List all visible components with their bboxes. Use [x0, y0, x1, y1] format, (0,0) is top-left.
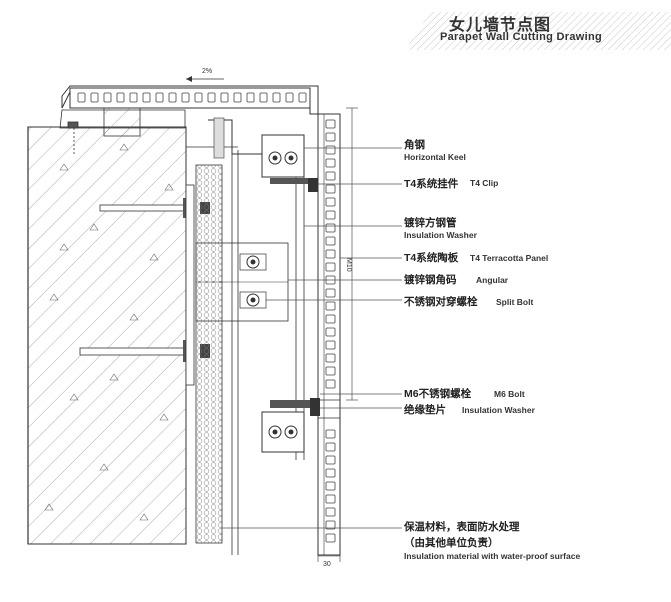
label-angular-en: Angular: [476, 275, 509, 285]
label-insulation-cn1: 保温材料，表面防水处理: [404, 521, 520, 533]
label-t4-clip-cn: T4系统挂件: [404, 178, 459, 190]
label-m6-bolt-en: M6 Bolt: [494, 389, 525, 399]
leader-lines: [222, 147, 402, 529]
label-terracotta-cn: T4系统陶板: [404, 252, 459, 264]
width-label: 30: [323, 561, 331, 568]
insulation-layer: [195, 164, 223, 544]
label-steel-tube-en: Insulation Washer: [404, 230, 477, 240]
slope-label: 2%: [202, 68, 213, 75]
height-dimension: [346, 107, 358, 401]
label-split-bolt-en: Split Bolt: [496, 297, 534, 307]
t4-clip-upper: [270, 178, 318, 192]
drawing-title-en: Parapet Wall Cutting Drawing: [440, 31, 603, 43]
terracotta-panel: [317, 113, 341, 556]
label-split-bolt-cn: 不锈钢对穿螺栓: [404, 296, 478, 308]
label-horizontal-keel-en: Horizontal Keel: [404, 152, 466, 162]
label-m6-bolt-cn: M6不锈钢螺栓: [404, 388, 472, 400]
label-washer-cn: 绝缘垫片: [404, 404, 446, 416]
lower-angle-bracket: [261, 398, 320, 453]
label-terracotta-en: T4 Terracotta Panel: [470, 253, 549, 263]
concrete-wall: [27, 126, 187, 545]
steel-plate: [185, 184, 195, 386]
height-label: M10: [345, 258, 352, 272]
title-hatch-band: [405, 12, 671, 50]
middle-angle-brackets: [195, 242, 289, 322]
upper-angle-bracket: [208, 117, 305, 178]
label-insulation-cn2: （由其他单位负责）: [404, 537, 499, 549]
label-steel-tube-cn: 镀锌方钢管: [404, 217, 457, 229]
drawing-title-cn: 女儿墙节点图: [449, 17, 552, 34]
coping-support: [59, 107, 186, 156]
coping-panel: [61, 76, 319, 115]
label-horizontal-keel-cn: 角钢: [404, 139, 425, 151]
label-insulation-en: Insulation material with water-proof sur…: [404, 551, 581, 561]
label-t4-clip-en: T4 Clip: [470, 178, 499, 188]
label-angular-cn: 镀锌钢角码: [404, 274, 457, 286]
width-dimension: [317, 548, 341, 562]
label-washer-en: Insulation Washer: [462, 405, 535, 415]
air-gap-lines: [186, 146, 239, 555]
